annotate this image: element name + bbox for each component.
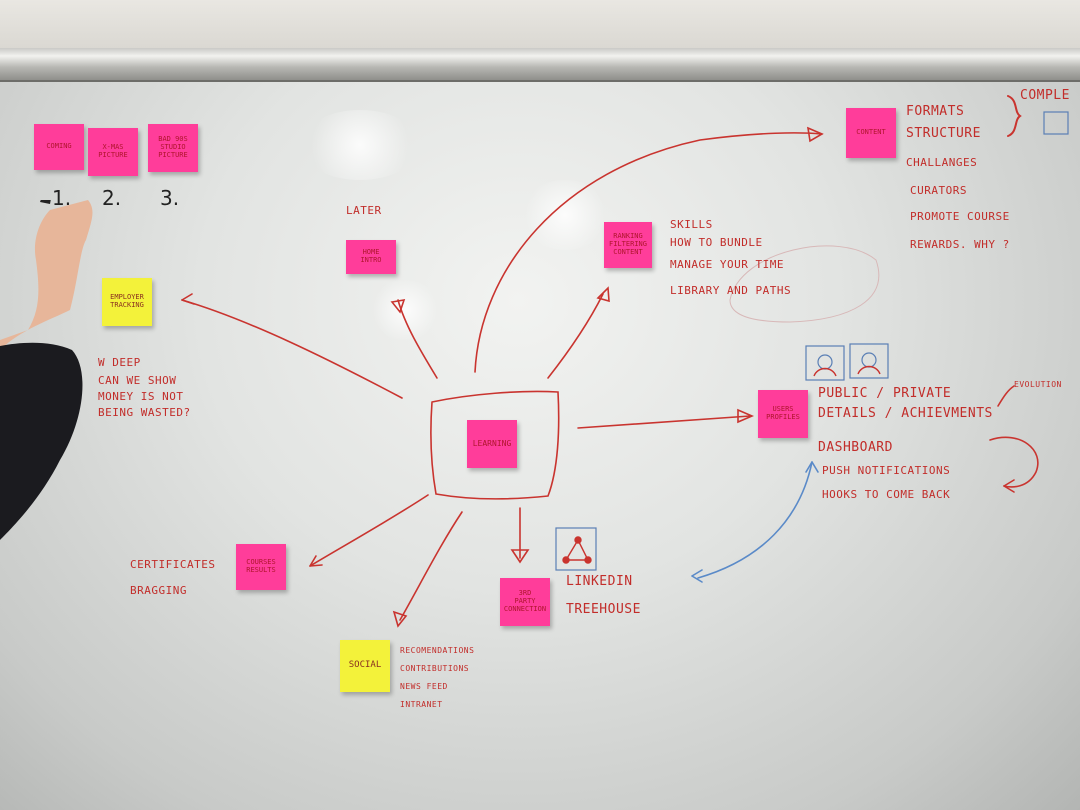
person-arm (0, 200, 93, 540)
sticky-note-users-profiles: USERS PROFILES (758, 390, 808, 438)
employer-question-line: CAN WE SHOW (98, 374, 177, 387)
network-sketch-icon (555, 527, 597, 571)
rank-number: 1. (52, 186, 72, 210)
marker-pen (40, 200, 51, 204)
party-item: TREEHOUSE (566, 602, 641, 617)
content-item: CHALLANGES (906, 156, 978, 169)
sticky-note-employer-tracking: EMPLOYER TRACKING (102, 278, 152, 326)
courses-item: CERTIFICATES (130, 558, 216, 571)
arrow-to-content (474, 132, 823, 373)
later-label: LATER (346, 204, 382, 217)
content-item: CURATORS (910, 184, 967, 197)
courses-item: BRAGGING (130, 584, 187, 597)
ranking-item: HOW TO BUNDLE (670, 236, 763, 249)
sticky-note-content: CONTENT (846, 108, 896, 158)
profile-sketch-icon (805, 345, 845, 381)
sticky-note-studio-picture: BAD 90S STUDIO PICTURE (148, 124, 198, 172)
content-side-label: COMPLE (1020, 88, 1070, 103)
light-glare (370, 280, 440, 340)
users-item: DETAILS / ACHIEVMENTS (818, 406, 993, 421)
whiteboard-rail (0, 48, 1080, 82)
rank-number: 2. (102, 186, 122, 210)
sticky-note-3rd-party: 3RD PARTY CONNECTION (500, 578, 550, 626)
employer-question-line: W DEEP (98, 356, 141, 369)
arrow-to-ranking (547, 293, 604, 379)
ranking-item: MANAGE YOUR TIME (670, 258, 784, 271)
arrow-to-courses (309, 494, 429, 567)
rank-number: 3. (160, 186, 180, 210)
sticky-note-social: SOCIAL (340, 640, 390, 692)
content-item: STRUCTURE (906, 126, 981, 141)
users-item: DASHBOARD (818, 440, 893, 455)
sticky-note-home-intro: HOME INTRO (346, 240, 396, 274)
sticky-note-ranking: RANKING FILTERING CONTENT (604, 222, 652, 268)
social-item: RECOMENDATIONS (400, 646, 475, 655)
ranking-item: SKILLS (670, 218, 713, 231)
arrow-to-employer (181, 299, 403, 399)
picture-sketch-icon (1043, 111, 1069, 135)
users-item: PUSH NOTIFICATIONS (822, 464, 951, 477)
arrow-to-home (397, 299, 438, 379)
social-item: INTRANET (400, 700, 443, 709)
sticky-note-coming: COMING (34, 124, 84, 170)
sticky-note-learning: LEARNING (467, 420, 517, 468)
arrow-to-users (577, 415, 751, 429)
sticky-note-courses-results: COURSES RESULTS (236, 544, 286, 590)
content-item: REWARDS. WHY ? (910, 238, 1010, 251)
ranking-item: LIBRARY AND PATHS (670, 284, 792, 297)
users-item: PUBLIC / PRIVATE (818, 386, 952, 401)
users-item: HOOKS TO COME BACK (822, 488, 951, 501)
social-item: CONTRIBUTIONS (400, 664, 470, 673)
content-item: FORMATS (906, 104, 965, 119)
evolution-label: EVOLUTION (1014, 380, 1062, 389)
content-item: PROMOTE COURSE (910, 210, 1010, 223)
light-glare (300, 110, 420, 180)
profile-sketch-icon (849, 343, 889, 379)
arrow-to-social (399, 511, 463, 621)
sticky-note-xmas-picture: X-MAS PICTURE (88, 128, 138, 176)
employer-question-line: BEING WASTED? (98, 406, 191, 419)
light-glare (520, 180, 610, 250)
wall (0, 0, 1080, 52)
party-item: LINKEDIN (566, 574, 633, 589)
social-item: NEWS FEED (400, 682, 448, 691)
employer-question-line: MONEY IS NOT (98, 390, 184, 403)
arrow-linkedin-users (697, 461, 813, 579)
